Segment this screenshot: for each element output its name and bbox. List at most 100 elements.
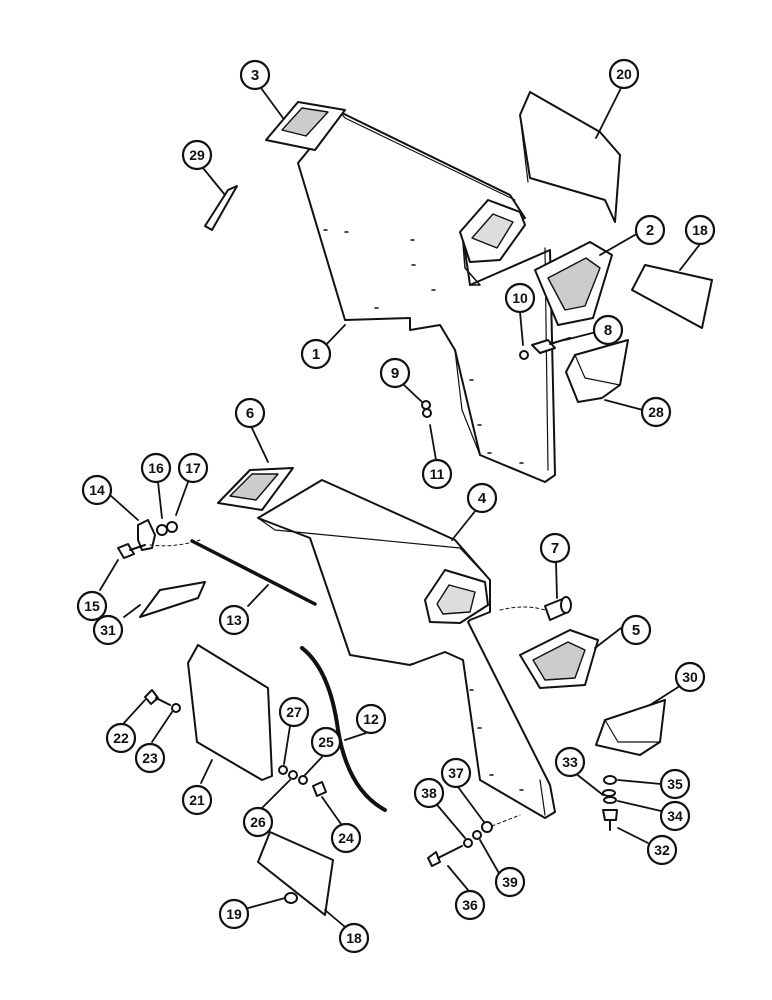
part-9-washer <box>421 400 431 410</box>
callout-circle <box>330 822 362 854</box>
part-15-screw <box>117 543 146 559</box>
callout-c27: 27 <box>278 696 310 728</box>
callout-number: 27 <box>286 704 302 720</box>
callout-circle <box>92 614 124 646</box>
callout-c15: 15 <box>76 590 108 622</box>
callout-circle <box>413 777 445 809</box>
callout-circle <box>620 614 652 646</box>
callout-circle <box>659 768 691 800</box>
callout-c21: 21 <box>181 784 213 816</box>
callout-number: 22 <box>113 730 129 746</box>
callout-number: 25 <box>318 734 334 750</box>
callout-c12: 12 <box>355 703 387 735</box>
callout-circle <box>634 214 666 246</box>
part-14-clip <box>137 519 156 551</box>
part-2-grommet <box>534 241 613 326</box>
callout-number: 14 <box>89 482 105 498</box>
part-38-washer <box>463 838 473 848</box>
callout-c31: 31 <box>92 614 124 646</box>
callout-c13: 13 <box>218 604 250 636</box>
callout-number: 19 <box>226 906 242 922</box>
callout-c24: 24 <box>330 822 362 854</box>
callout-circle <box>454 889 486 921</box>
callout-c9: 9 <box>379 357 411 389</box>
callout-number: 33 <box>562 754 578 770</box>
callout-circle <box>355 703 387 735</box>
callout-circle <box>234 397 266 429</box>
callout-number: 35 <box>667 776 683 792</box>
callout-circle <box>494 866 526 898</box>
part-5-grommet <box>519 629 599 689</box>
callout-circle <box>466 482 498 514</box>
callout-circle <box>608 58 640 90</box>
part-39-washer <box>472 830 482 840</box>
callout-circle <box>554 746 586 778</box>
callout-c37: 37 <box>440 757 472 789</box>
part-7-bushing <box>499 596 572 621</box>
callout-circle <box>539 532 571 564</box>
callout-number: 17 <box>185 460 201 476</box>
part-25-washer <box>298 775 308 785</box>
part-20-cover-plate <box>519 91 621 223</box>
callout-c36: 36 <box>454 889 486 921</box>
callout-number: 39 <box>502 874 518 890</box>
callout-number: 23 <box>142 750 158 766</box>
part-17-nut <box>166 521 178 533</box>
part-1-upper-fender-panel <box>297 111 556 483</box>
callout-circle <box>278 696 310 728</box>
callout-number: 31 <box>100 622 116 638</box>
callout-c23: 23 <box>134 742 166 774</box>
callout-c28: 28 <box>640 396 672 428</box>
part-18-plate-lower <box>257 831 334 916</box>
callout-c34: 34 <box>659 800 691 832</box>
callout-c3: 3 <box>239 59 271 91</box>
callout-c39: 39 <box>494 866 526 898</box>
callout-number: 5 <box>632 622 640 639</box>
part-34-washer <box>603 796 617 804</box>
callout-number: 16 <box>148 460 164 476</box>
callout-number: 12 <box>363 711 379 727</box>
callout-circle <box>242 806 274 838</box>
callout-c18b: 18 <box>338 922 370 954</box>
part-12-pipe <box>300 646 387 812</box>
callout-number: 36 <box>462 897 478 913</box>
part-36-bolt <box>427 845 463 867</box>
part-4-lower-fender-panel <box>257 479 556 819</box>
callout-circle <box>310 726 342 758</box>
callout-number: 18 <box>692 222 708 238</box>
callout-circle <box>592 314 624 346</box>
callout-c17: 17 <box>177 452 209 484</box>
callout-c8: 8 <box>592 314 624 346</box>
callout-number: 24 <box>338 830 354 846</box>
part-10-washer <box>519 350 529 360</box>
callout-circle <box>134 742 166 774</box>
part-29-trim-strip <box>204 185 238 231</box>
callout-circle <box>504 282 536 314</box>
callout-circle <box>300 338 332 370</box>
callout-c14: 14 <box>81 474 113 506</box>
callout-circle <box>181 784 213 816</box>
callout-c29: 29 <box>181 139 213 171</box>
part-27-nut <box>278 765 288 775</box>
part-13-rod <box>190 539 317 606</box>
callout-number: 10 <box>512 290 528 306</box>
part-6-grommet <box>217 467 294 511</box>
callout-c32: 32 <box>646 834 678 866</box>
callout-number: 13 <box>226 612 242 628</box>
callout-c16: 16 <box>140 452 172 484</box>
callout-circle <box>440 757 472 789</box>
callout-c1: 1 <box>300 338 332 370</box>
callout-circle <box>239 59 271 91</box>
callout-circle <box>177 452 209 484</box>
callout-number: 21 <box>189 792 205 808</box>
callout-number: 29 <box>189 147 205 163</box>
callout-c33: 33 <box>554 746 586 778</box>
callout-number: 3 <box>251 67 259 84</box>
callout-circle <box>379 357 411 389</box>
callout-number: 38 <box>421 785 437 801</box>
callout-c18a: 18 <box>684 214 716 246</box>
callout-c35: 35 <box>659 768 691 800</box>
callout-number: 32 <box>654 842 670 858</box>
